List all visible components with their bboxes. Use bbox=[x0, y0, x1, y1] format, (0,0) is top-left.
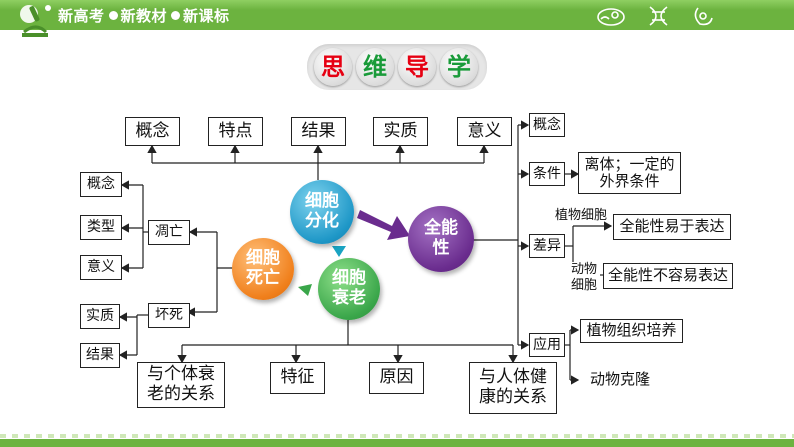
necrosis-box: 坏死 bbox=[148, 303, 190, 328]
left-box-meaning: 意义 bbox=[80, 255, 122, 280]
bullet-dot-icon bbox=[108, 11, 118, 20]
cell-icon bbox=[597, 8, 625, 26]
brand-new-textbook: 新教材 bbox=[120, 7, 168, 25]
dna-helix-icon bbox=[649, 6, 668, 26]
top-box-feature: 特点 bbox=[208, 117, 263, 146]
title-char-3: 导 bbox=[398, 48, 436, 86]
condition-detail-box: 离体；一定的 外界条件 bbox=[578, 152, 681, 194]
right-box-concept: 概念 bbox=[529, 113, 565, 137]
biology-icons bbox=[597, 6, 713, 26]
animal-cloning-label: 动物克隆 bbox=[590, 370, 651, 388]
bottom-box-health-relation: 与人体健 康的关系 bbox=[469, 362, 557, 414]
animal-totipotency-box: 全能性不容易表达 bbox=[603, 263, 733, 289]
apoptosis-box: 凋亡 bbox=[148, 220, 190, 245]
brand-slogan: 新高考新教材新课标 bbox=[58, 5, 230, 26]
animal-cell-label: 动物 细胞 bbox=[571, 262, 598, 293]
plant-tissue-culture-box: 植物组织培养 bbox=[580, 319, 683, 343]
plant-cell-label: 植物细胞 bbox=[555, 208, 608, 223]
bullet-dot-icon bbox=[171, 11, 181, 20]
cell-death-circle: 细胞 死亡 bbox=[232, 238, 294, 300]
cell-senescence-circle: 细胞 衰老 bbox=[318, 258, 380, 320]
left-box-type: 类型 bbox=[80, 215, 122, 240]
bottom-box-aging-relation: 与个体衰 老的关系 bbox=[137, 362, 225, 408]
top-box-meaning: 意义 bbox=[457, 117, 512, 146]
title-char-4: 学 bbox=[440, 48, 478, 86]
arrow-to-death-icon bbox=[298, 284, 312, 296]
left-box-concept: 概念 bbox=[80, 172, 122, 197]
left-box-result: 结果 bbox=[80, 343, 120, 368]
differentiation-to-totipotency-arrow bbox=[357, 210, 410, 240]
bottom-box-cause: 原因 bbox=[369, 362, 424, 394]
title-char-2: 维 bbox=[356, 48, 394, 86]
right-box-difference: 差异 bbox=[529, 234, 565, 258]
triangle-pointer-icon bbox=[332, 246, 346, 257]
footer-stripe bbox=[0, 434, 794, 438]
right-box-application: 应用 bbox=[529, 333, 565, 357]
totipotency-circle: 全能 性 bbox=[408, 206, 474, 272]
cell-differentiation-circle: 细胞 分化 bbox=[290, 180, 354, 244]
cell-division-icon bbox=[694, 7, 713, 26]
top-box-essence: 实质 bbox=[373, 117, 428, 146]
left-box-essence: 实质 bbox=[80, 304, 120, 329]
bottom-box-characteristics: 特征 bbox=[270, 362, 325, 394]
title-char-1: 思 bbox=[314, 48, 352, 86]
footer-bar bbox=[0, 439, 794, 447]
top-banner-shine bbox=[0, 0, 794, 10]
microscope-logo-icon bbox=[20, 5, 51, 37]
top-box-result: 结果 bbox=[291, 117, 346, 146]
brand-new-curriculum: 新课标 bbox=[183, 7, 230, 25]
right-box-condition: 条件 bbox=[529, 162, 565, 186]
plant-totipotency-box: 全能性易于表达 bbox=[613, 214, 731, 240]
top-box-concept: 概念 bbox=[125, 117, 180, 146]
brand-new-gaokao: 新高考 bbox=[58, 7, 105, 25]
